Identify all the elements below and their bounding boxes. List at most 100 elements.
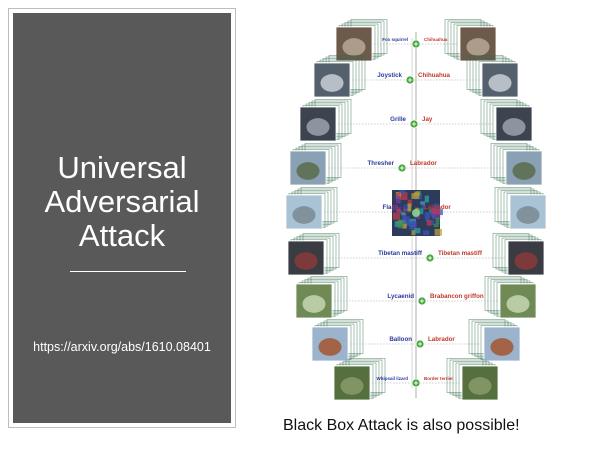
noise-patch [414,191,420,196]
right-image-stack [444,19,497,62]
left-class-label: Tibetan mastiff [378,250,423,257]
thumbnail-subject [320,74,344,92]
left-image-stack [289,143,342,186]
right-class-label: Tibetan mastiff [438,250,483,257]
right-image-stack [466,55,519,98]
right-image-stack [490,143,543,186]
noise-patch [397,220,404,229]
right-class-label: Labrador [410,160,437,167]
noise-patch [435,217,440,225]
thumbnail-subject [296,162,320,180]
left-class-label: Flagpole [383,204,409,211]
title-panel: Universal Adversarial Attack https://arx… [8,8,236,428]
left-class-label: Fox squirrel [382,37,408,42]
left-class-label: Grille [390,116,406,123]
right-class-label: Labrador [428,336,455,343]
thumbnail-subject [340,377,364,395]
thumbnail-subject [502,118,526,136]
noise-patch [399,192,408,200]
title-divider [70,271,186,272]
noise-patch [420,201,425,205]
noise-patch [424,195,430,203]
title-line-1: Universal [57,150,187,185]
thumbnail-subject [490,338,514,356]
noise-patch [411,193,420,199]
noise-patch [423,230,430,236]
left-class-label: Joystick [377,72,402,79]
noise-patch [418,208,424,215]
thumbnail-subject [466,38,490,56]
noise-patch [430,220,435,226]
noise-patch [416,213,421,219]
noise-patch [407,203,412,212]
perturbation-image [392,190,443,236]
noise-patch [409,218,417,224]
noise-patch [434,228,442,236]
left-image-stack [333,358,386,401]
right-class-label: Border terrier [424,376,453,381]
noise-patch [432,208,440,215]
noise-patch [424,212,431,219]
right-image-stack [446,358,499,401]
left-image-stack [313,55,366,98]
perturbation-image-tile [392,190,443,236]
noise-patch [404,222,411,227]
perturbation-center-node [412,209,420,217]
right-image-stack [468,319,521,362]
caption: Black Box Attack is also possible! [283,417,520,434]
slide-title: Universal Adversarial Attack [13,151,231,253]
thumbnail-subject [294,252,318,270]
right-class-label: Jay [422,116,433,123]
noise-patch [392,212,401,220]
image-stacks [285,19,547,401]
left-image-stack [311,319,364,362]
right-class-label: Brabancon griffon [430,293,484,300]
noise-patch [404,204,409,212]
noise-patch [402,221,407,229]
thumbnail-subject [506,295,530,313]
thumbnail-subject [488,74,512,92]
right-image-stack [492,233,545,276]
noise-patch [431,213,435,218]
noise-patch [407,199,413,207]
right-class-label: Chihuahua [424,37,448,42]
right-class-label: Labrador [424,204,451,211]
noise-patch [395,195,401,204]
left-class-label: Whipsail lizard [376,376,408,381]
title-line-3: Attack [78,218,166,253]
paper-url: https://arxiv.org/abs/1610.08401 [33,340,211,354]
noise-patch [432,212,441,220]
title-line-2: Adversarial [44,184,200,219]
noise-patch [425,217,430,222]
thumbnail-subject [292,206,316,224]
thumbnail-subject [302,295,326,313]
thumbnail-subject [306,118,330,136]
thumbnail-subject [468,377,492,395]
noise-patch [399,190,406,194]
left-class-label: Balloon [389,336,412,343]
noise-patch [413,228,421,234]
right-image-stack [480,99,533,142]
noise-patch [409,224,414,230]
right-image-stack [494,187,547,230]
thumbnail-subject [514,252,538,270]
left-image-stack [285,187,338,230]
title-panel-background: Universal Adversarial Attack https://arx… [13,13,231,423]
noise-patch [396,207,401,212]
thumbnail-subject [318,338,342,356]
noise-patch [402,216,410,225]
noise-patch [392,205,399,211]
thumbnail-subject [516,206,540,224]
left-class-label: Thresher [368,160,395,167]
left-image-stack [295,276,348,319]
thumbnail-subject [512,162,536,180]
left-class-label: Lycaenid [387,293,414,300]
left-image-stack [335,19,388,62]
noise-patch [395,192,400,198]
noise-patch [421,201,426,210]
left-image-stack [287,233,340,276]
right-class-label: Chihuahua [418,72,451,79]
noise-patch [426,219,432,226]
